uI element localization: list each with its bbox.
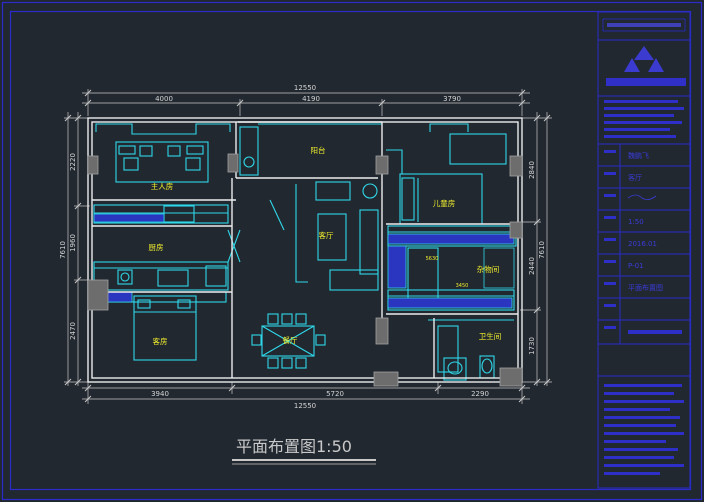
- dim-top-total: 12550: [294, 84, 316, 92]
- small-label-b: 3450: [456, 283, 469, 289]
- drawing-title: 平面布置图1:50: [236, 437, 352, 456]
- dim-left-seg-2: 1960: [69, 234, 77, 252]
- cabinet-fills: [93, 213, 515, 309]
- room-label-kids-room: 儿童房: [433, 198, 456, 208]
- sheet-number: P-01: [628, 262, 644, 270]
- dimension-lines: [64, 89, 552, 404]
- structural-columns: [87, 153, 523, 387]
- date-value: 2016.01: [628, 240, 657, 248]
- title-block-filler-lines: [604, 100, 684, 475]
- title-block-label: 客厅: [628, 173, 642, 182]
- room-label-dining: 餐厅: [283, 336, 298, 345]
- company-logo: [602, 18, 686, 86]
- room-label-kitchen: 厨房: [149, 242, 164, 252]
- dimension-text: 12550 4000 4190 3790 3940 5720 2290 1255…: [59, 84, 546, 410]
- dim-top-seg-3: 3790: [443, 95, 461, 103]
- title-block: [597, 11, 691, 489]
- dim-bottom-seg-2: 5720: [326, 390, 344, 398]
- dim-right-seg-2: 2440: [528, 257, 536, 275]
- inner-frame: [9, 10, 692, 491]
- room-label-master-bedroom: 主人房: [151, 181, 174, 191]
- dim-bottom-seg-3: 2290: [471, 390, 489, 398]
- dim-left-seg-1: 2220: [69, 153, 77, 171]
- dim-top-seg-1: 4000: [155, 95, 173, 103]
- drawing-name: 平面布置图: [628, 283, 663, 292]
- title-block-text: 魏鹏飞 客厅 1:50 2016.01 P-01 平面布置图: [627, 151, 682, 334]
- dim-bottom-total: 12550: [294, 402, 316, 410]
- room-label-bathroom: 卫生间: [479, 331, 502, 341]
- room-label-guest-room: 客房: [153, 336, 168, 346]
- dim-right-total: 7610: [538, 241, 546, 259]
- dim-right-seg-1: 2840: [528, 161, 536, 179]
- dim-left-total: 7610: [59, 241, 67, 259]
- room-label-living-room: 客厅: [319, 230, 334, 240]
- room-label-storage: 杂物间: [477, 264, 500, 274]
- dimension-ticks: [64, 89, 551, 403]
- dim-right-seg-3: 1730: [528, 337, 536, 355]
- room-labels: 阳台 主人房 儿童房 厨房 客厅 杂物间 客房 餐厅 卫生间 5630 3450: [149, 145, 502, 346]
- dim-bottom-seg-1: 3940: [151, 390, 169, 398]
- wall-layer: [87, 117, 523, 383]
- dim-top-seg-2: 4190: [302, 95, 320, 103]
- designer-name: 魏鹏飞: [628, 151, 649, 160]
- scale-value: 1:50: [628, 218, 644, 226]
- furniture-layer: [93, 123, 517, 381]
- small-label-a: 5630: [426, 256, 439, 262]
- dim-left-seg-3: 2470: [69, 322, 77, 340]
- room-label-balcony: 阳台: [311, 145, 326, 155]
